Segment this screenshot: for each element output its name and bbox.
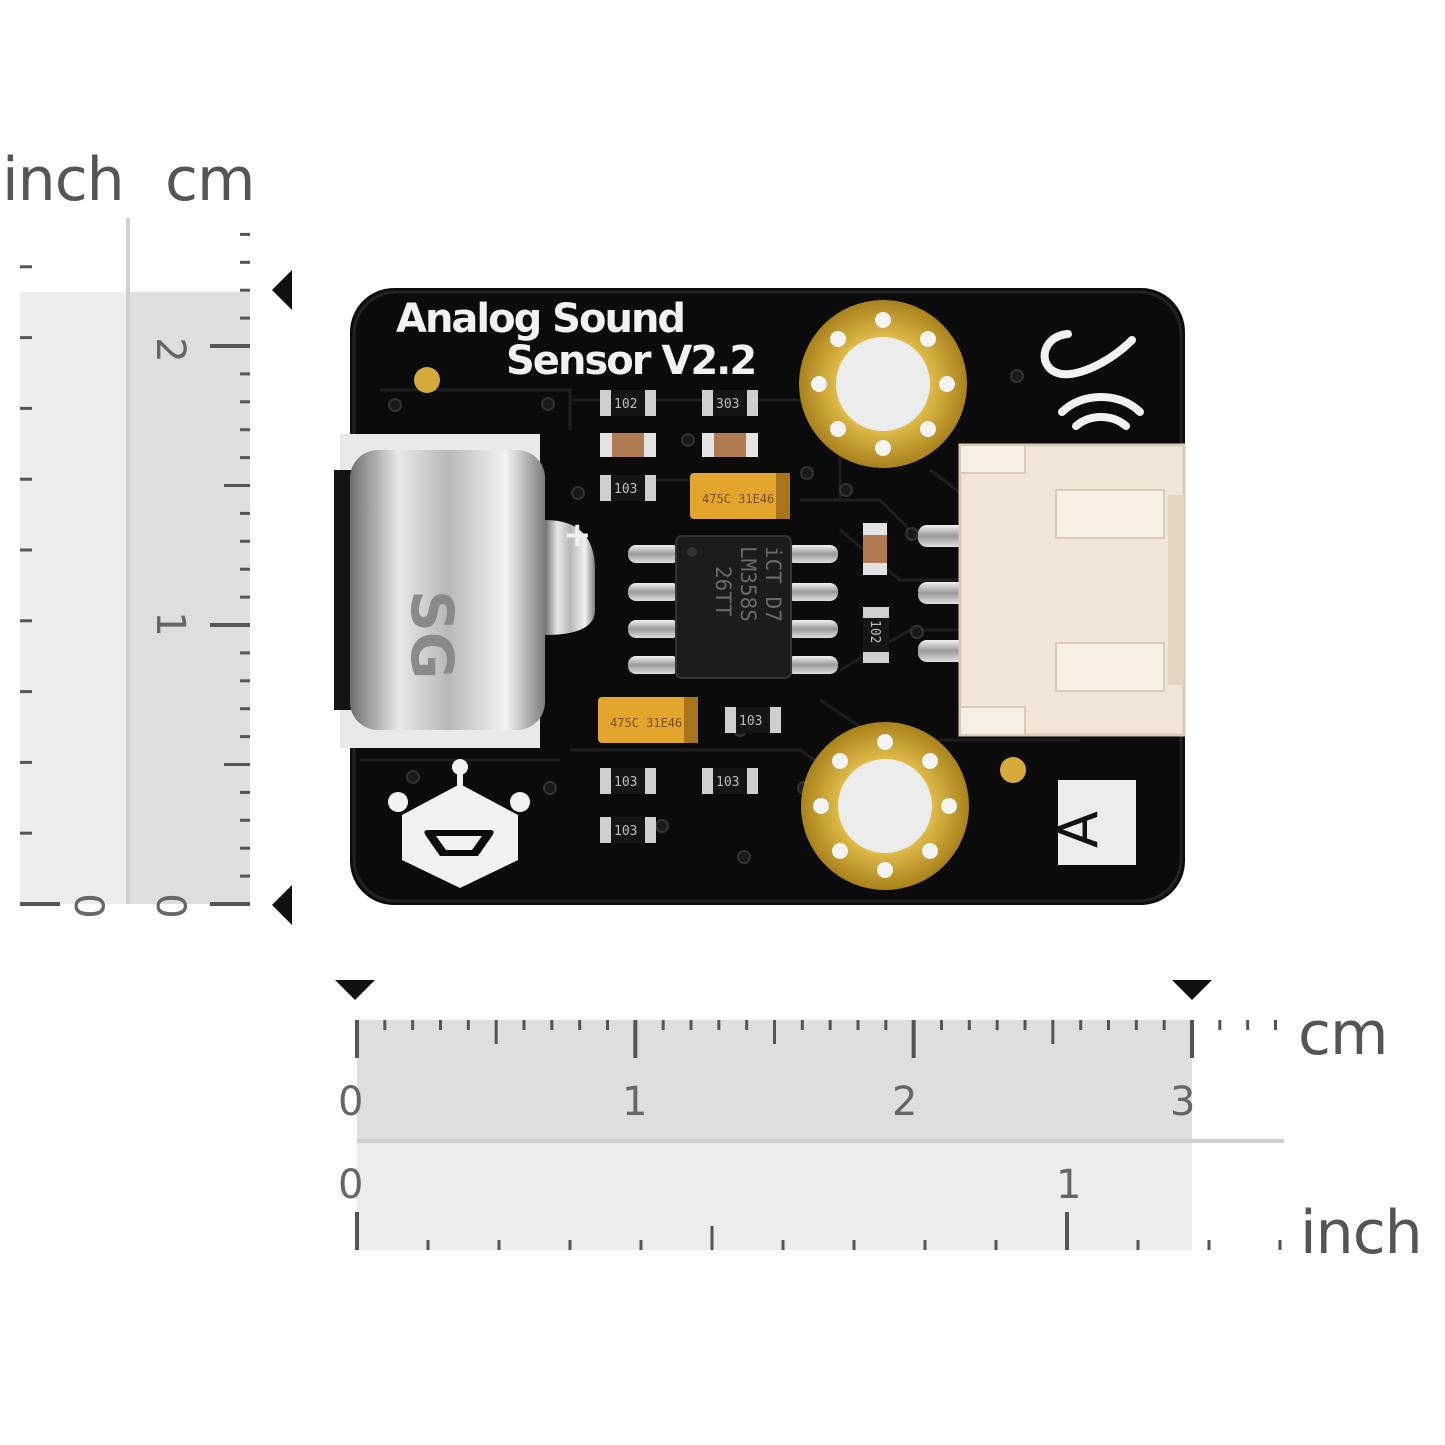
horizontal-ruler-cm-label-2: 2 [892,1079,918,1125]
vertical-ruler-cm-label-1: 1 [147,611,193,637]
fiducial-bottom [1000,757,1026,783]
vertical-ruler-cm-unit-label: cm [165,145,255,215]
vertical-ruler-cm-label-0: 0 [147,893,193,919]
horizontal-ruler-inch-label-0: 0 [338,1162,364,1208]
horizontal-ruler-cm-label-3: 3 [1170,1079,1196,1125]
vertical-ruler [20,218,292,925]
mic-marking: SG [398,590,466,679]
vertical-ruler-bottom-marker [272,885,292,925]
mounting-hole-bottom [801,722,969,890]
board-title-line1: Analog Sound [396,296,684,342]
resistor-r7: 103 [600,817,656,843]
microphone-lead [545,520,595,635]
resistor-r5: 103 [600,768,656,794]
svg-text:475C 31E46: 475C 31E46 [610,716,682,730]
vertical-ruler-inch-band [20,292,128,904]
horizontal-ruler-inch-ticks [355,1212,1282,1250]
chip-marking-line1: iCT D7 [761,546,785,622]
smd-resistors: 102 303 103 103 103 103 103 102 [600,390,889,843]
signal-type-badge-text: A [1047,811,1110,848]
board-title-line2: Sensor V2.2 [506,338,755,384]
svg-text:102: 102 [867,620,882,643]
svg-text:303: 303 [716,397,739,412]
chip-marking-line2: LM358S [736,546,760,622]
fiducial-top [414,367,440,393]
polarity-mark: + [563,515,592,555]
ceramic-cap-1 [600,433,656,457]
resistor-r2: 303 [702,390,758,416]
svg-text:475C 31E46: 475C 31E46 [702,492,774,506]
svg-text:103: 103 [716,775,739,790]
svg-text:102: 102 [614,397,637,412]
resistor-r4: 103 [725,707,781,733]
horizontal-ruler-right-marker [1172,980,1212,1000]
ceramic-capacitors [600,433,887,575]
microphone: SG + [334,434,595,748]
ceramic-cap-3 [863,523,887,575]
vertical-ruler-cm-ticks [210,232,250,906]
vertical-ruler-top-marker [272,270,292,310]
jst-connector [918,443,1186,737]
sound-sensor-board: Analog Sound Sensor V2.2 [334,288,1186,905]
resistor-r8: 102 [863,607,889,663]
chip-pins [628,545,838,674]
sound-sensor-icon [1040,330,1144,430]
tantalum-cap-1: 475C 31E46 [690,473,790,519]
horizontal-ruler-cm-label-1: 1 [622,1079,648,1125]
resistor-r3: 103 [600,475,656,501]
vertical-ruler-inch-ticks [20,265,60,906]
resistor-r1: 102 [600,390,656,416]
chip-marking-line3: 26TT [711,566,735,617]
svg-text:103: 103 [614,482,637,497]
horizontal-ruler-left-marker [335,980,375,1000]
vertical-ruler-inch-label-0: 0 [65,893,111,919]
ceramic-cap-2 [702,433,758,457]
signal-type-badge [1058,780,1136,865]
horizontal-ruler-cm-ticks [355,1020,1277,1058]
vertical-ruler-inch-unit-label: inch [2,145,125,215]
svg-text:103: 103 [739,714,762,729]
svg-text:103: 103 [614,775,637,790]
resistor-r6: 103 [702,768,758,794]
tantalum-capacitors: 475C 31E46 475C 31E46 [598,473,790,743]
microphone-capsule [350,450,545,730]
tantalum-cap-2: 475C 31E46 [598,697,698,743]
horizontal-ruler [335,980,1284,1250]
vertical-ruler-cm-band [128,292,250,904]
horizontal-ruler-cm-unit-label: cm [1298,999,1388,1069]
lm358-chip: iCT D7 LM358S 26TT [628,535,838,679]
horizontal-ruler-inch-unit-label: inch [1300,1198,1423,1268]
horizontal-ruler-cm-label-0: 0 [338,1079,364,1125]
vertical-ruler-cm-label-2: 2 [147,337,193,363]
horizontal-ruler-inch-band [357,1142,1192,1250]
svg-text:103: 103 [614,824,637,839]
horizontal-ruler-inch-label-1: 1 [1056,1162,1082,1208]
mounting-hole-top [799,300,967,468]
dfrobot-logo [388,759,530,888]
